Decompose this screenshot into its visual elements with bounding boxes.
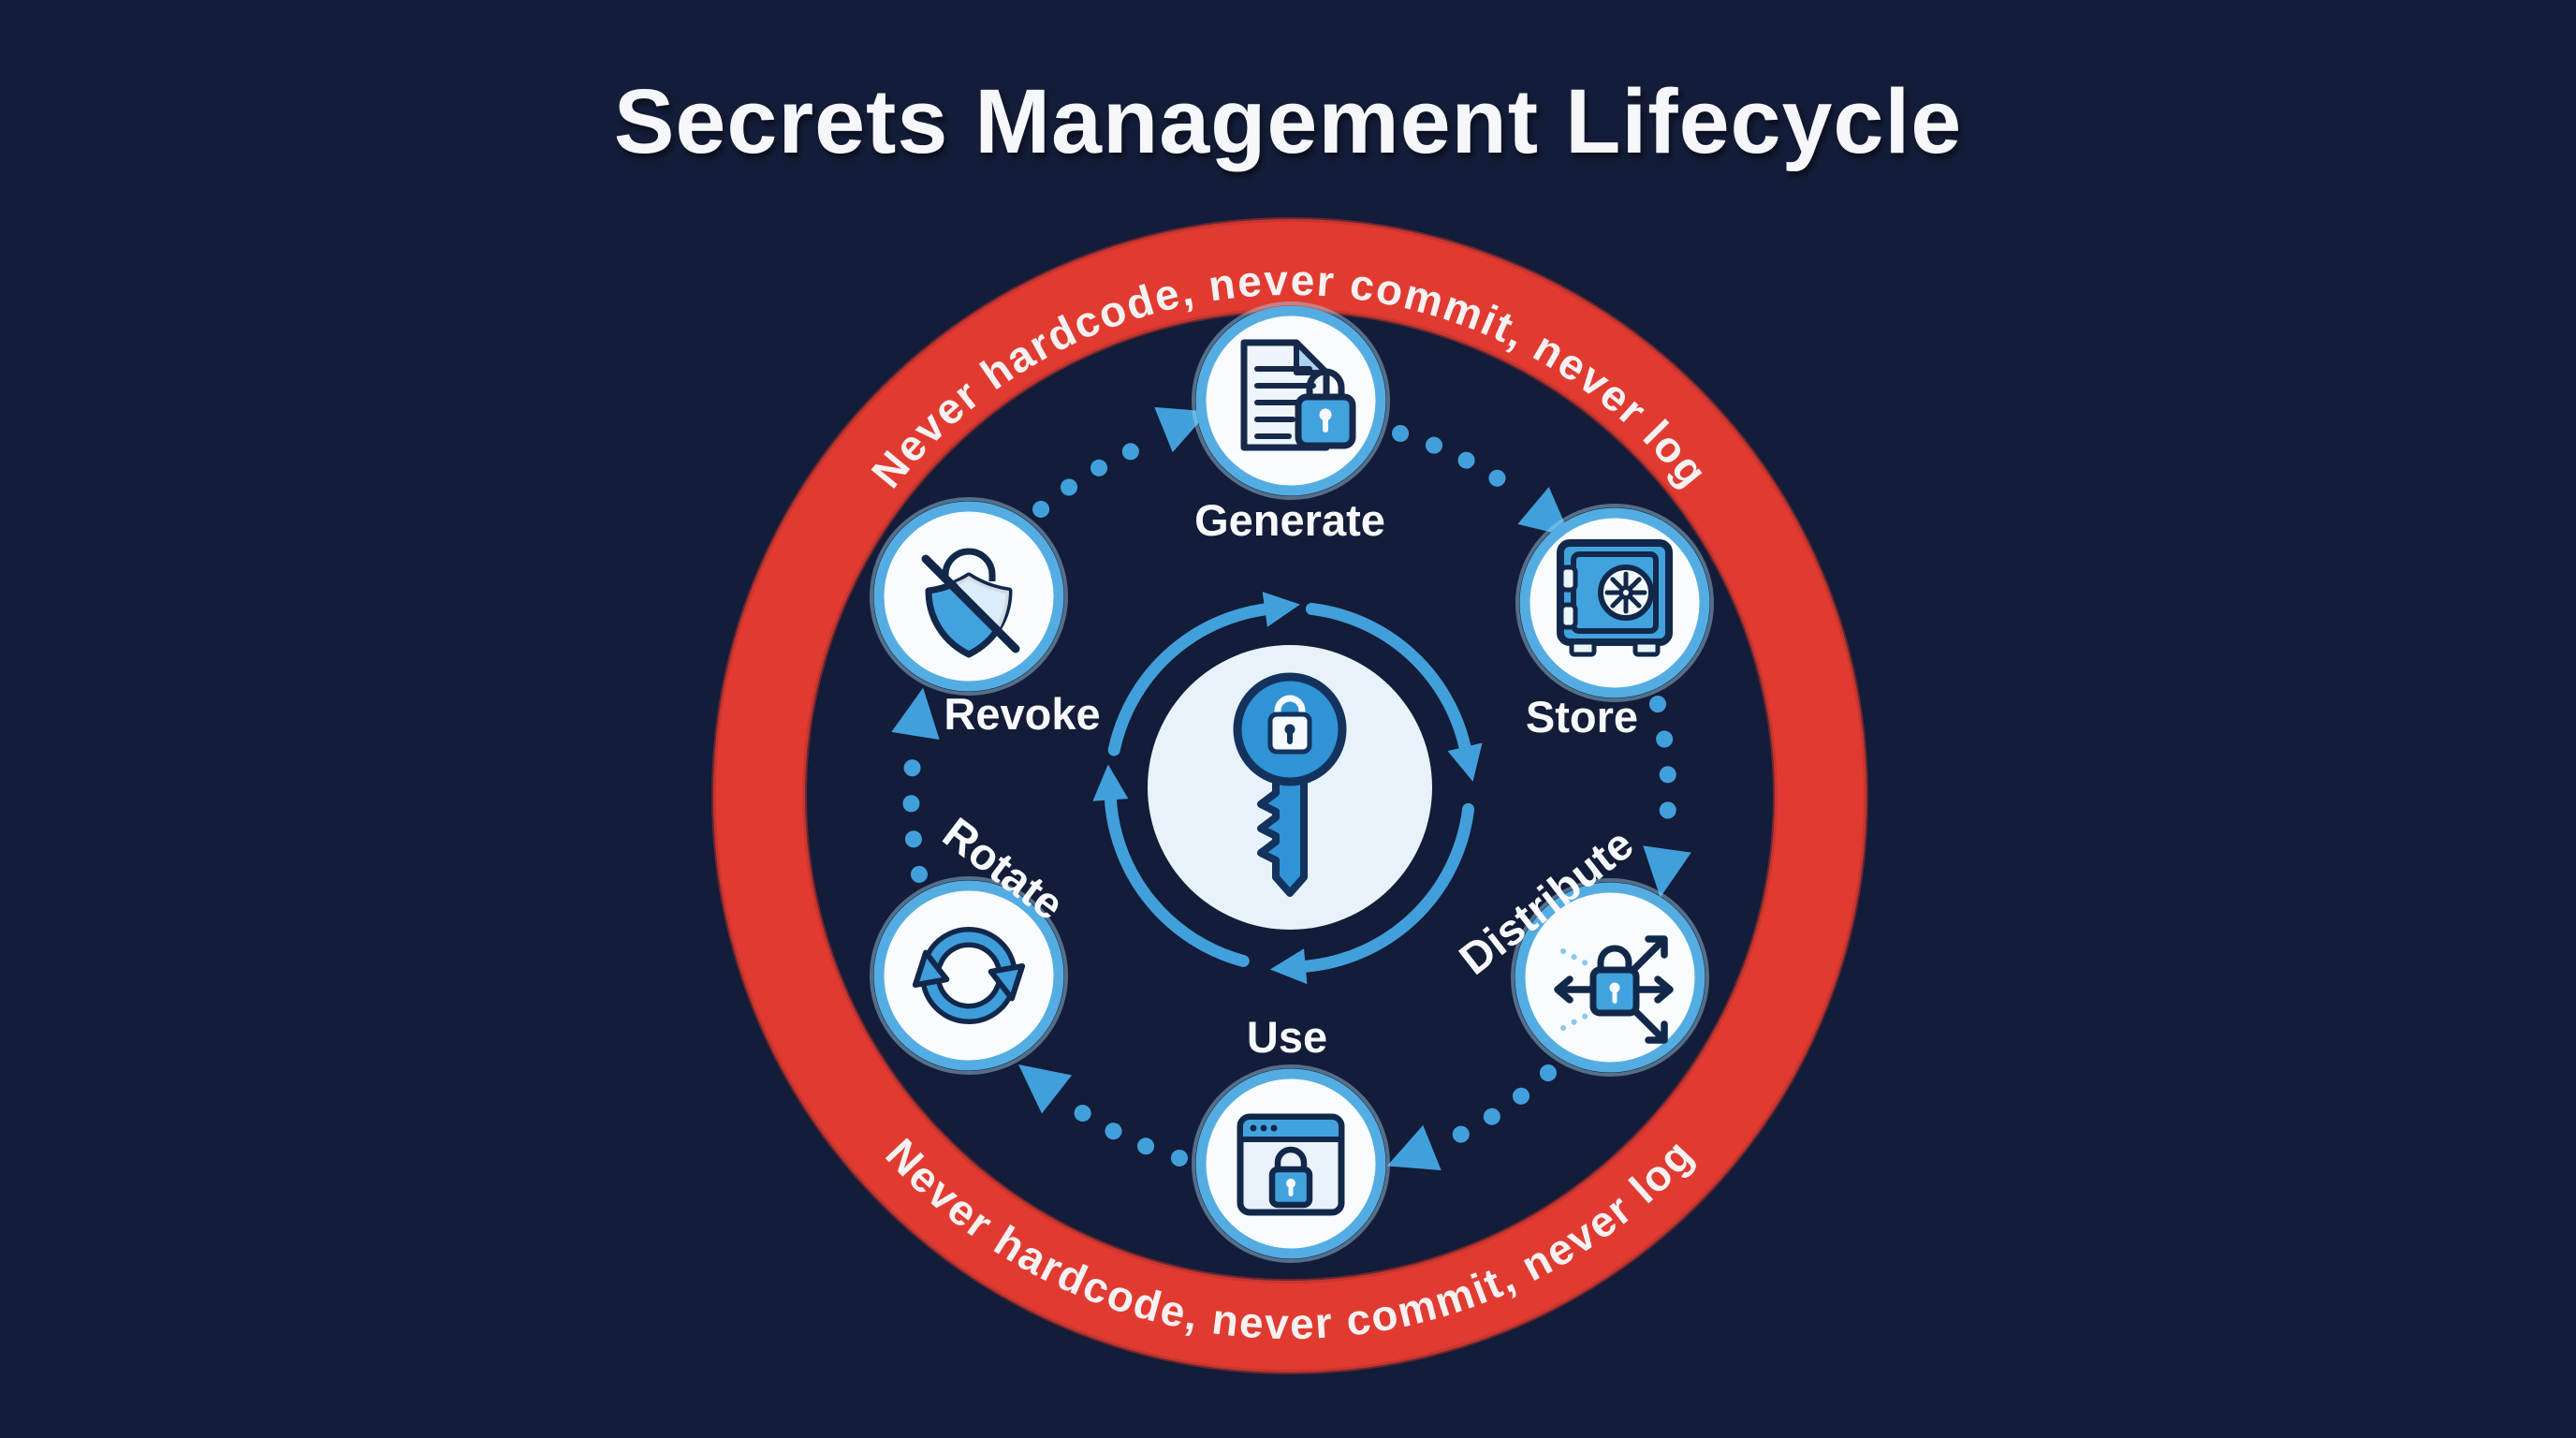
key-lock-icon: [1233, 672, 1347, 897]
flow-arrowheads: [891, 406, 1691, 1171]
page-title: Secrets Management Lifecycle: [614, 70, 1963, 172]
arrowhead-to-store: [1517, 487, 1571, 537]
shield-slash-icon: [921, 548, 1020, 658]
flow-arcs: [902, 425, 1677, 1167]
arc-distribute-use: [1448, 1064, 1557, 1145]
center-cycle-arrows: [1104, 602, 1475, 973]
document-lock-icon: [1240, 339, 1356, 451]
center-badge: [1148, 645, 1432, 930]
arc-generate-store: [1392, 425, 1521, 497]
sync-arrows-icon: [912, 927, 1026, 1024]
arrowhead-to-distribute: [1643, 845, 1691, 898]
stage-node-store: Store: [1515, 504, 1714, 741]
stage-label-revoke: Revoke: [944, 689, 1100, 739]
stage-label-generate: Generate: [1194, 495, 1385, 545]
center-cycle-arrowheads: [1092, 592, 1483, 985]
stage-node-use: Use: [1192, 1012, 1390, 1263]
arrowhead-to-generate: [1154, 406, 1209, 453]
vault-icon: [1557, 539, 1673, 657]
arrowhead-to-use: [1386, 1124, 1442, 1171]
stage-node-generate: Generate: [1192, 301, 1390, 545]
arrowhead-to-revoke: [891, 687, 940, 741]
lock-arrows-icon: [1554, 935, 1674, 1044]
stage-node-revoke: Revoke: [870, 497, 1101, 739]
stage-label-store: Store: [1526, 692, 1638, 741]
arc-rotate-revoke: [902, 755, 928, 883]
arrowhead-to-rotate: [1018, 1064, 1073, 1114]
browser-lock-icon: [1237, 1113, 1345, 1216]
arc-revoke-generate: [1032, 441, 1144, 518]
arc-store-distribute: [1649, 696, 1677, 830]
arc-use-rotate: [1070, 1102, 1188, 1167]
stage-label-use: Use: [1247, 1012, 1327, 1062]
